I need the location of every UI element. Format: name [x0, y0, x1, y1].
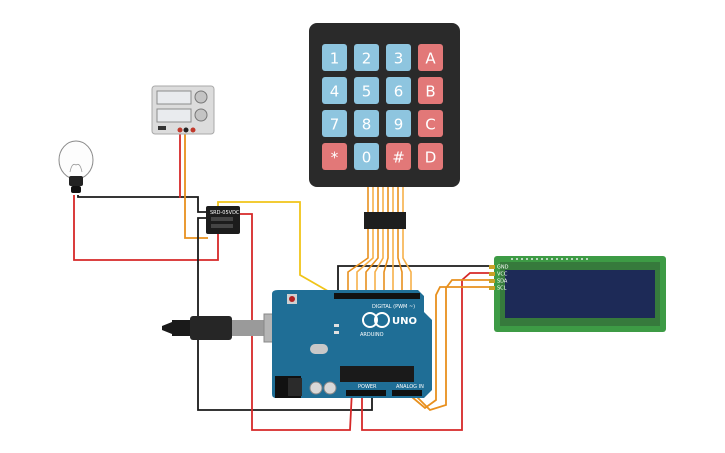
keypad-key-4[interactable]: 4: [322, 77, 347, 104]
arduino-digital-label: DIGITAL (PWM ~): [372, 304, 415, 310]
arduino-brand-label: ARDUINO: [360, 332, 384, 338]
keypad-key-2[interactable]: 2: [354, 44, 379, 71]
wire-red-relay-5v[interactable]: [240, 213, 353, 431]
lcd-pin-label: SCL: [497, 286, 507, 292]
keypad-key-7[interactable]: 7: [322, 110, 347, 137]
arduino-analog-label: ANALOG IN: [396, 384, 424, 390]
keypad-key-*[interactable]: *: [322, 143, 347, 170]
keypad-key-5[interactable]: 5: [354, 77, 379, 104]
keypad-key-label: *: [331, 149, 339, 167]
lcd-pin-label: SDA: [497, 279, 508, 285]
keypad-key-label: B: [425, 83, 435, 101]
keypad-key-3[interactable]: 3: [386, 44, 411, 71]
keypad-key-6[interactable]: 6: [386, 77, 411, 104]
ribbon-wire-3[interactable]: [365, 187, 379, 295]
keypad-key-D[interactable]: D: [418, 143, 443, 170]
keypad-key-0[interactable]: 0: [354, 143, 379, 170]
lcd-pin-label: GND: [497, 265, 509, 271]
wire-black-lcd-gnd[interactable]: [337, 265, 494, 292]
keypad-key-A[interactable]: A: [418, 44, 443, 71]
keypad-key-label: 2: [362, 50, 372, 68]
keypad-4x4: 1 2 3 A 4 5 6 B 7 8 9 C * 0 # D: [309, 23, 460, 229]
keypad-key-9[interactable]: 9: [386, 110, 411, 137]
lcd-pin[interactable]: [489, 272, 495, 276]
keypad-key-label: #: [392, 149, 405, 167]
ribbon-wire-8[interactable]: [402, 187, 412, 295]
wire-yellow-relay-pin[interactable]: [217, 201, 341, 299]
wire-red-lcd-vcc[interactable]: [361, 272, 494, 431]
keypad-key-label: C: [425, 116, 435, 134]
keypad-key-C[interactable]: C: [418, 110, 443, 137]
keypad-ribbon-wires: [347, 187, 412, 295]
keypad-key-label: 4: [330, 83, 340, 101]
arduino-power-label: POWER: [358, 384, 377, 390]
keypad-key-8[interactable]: 8: [354, 110, 379, 137]
keypad-key-1[interactable]: 1: [322, 44, 347, 71]
keypad-key-label: 6: [394, 83, 404, 101]
keypad-key-label: D: [425, 149, 437, 167]
keypad-key-label: 1: [330, 50, 340, 68]
keypad-key-label: 5: [362, 83, 372, 101]
keypad-key-label: 8: [362, 116, 372, 134]
keypad-key-label: 3: [394, 50, 404, 68]
arduino-uno-board[interactable]: UNO ARDUINO DIGITAL (PWM ~) POWER ANALOG…: [162, 290, 432, 398]
keypad-key-label: 0: [362, 149, 372, 167]
arduino-model-label: UNO: [392, 316, 417, 327]
keypad-key-label: 7: [330, 116, 340, 134]
ribbon-wire-5[interactable]: [383, 187, 389, 295]
light-bulb[interactable]: [58, 140, 94, 193]
wire-orange-supply-relay[interactable]: [184, 132, 208, 239]
wire-orange-lcd-scl[interactable]: [405, 286, 494, 410]
keypad-key-label: A: [425, 50, 436, 68]
power-supply[interactable]: [151, 85, 215, 135]
relay-module[interactable]: SRD-05VDC: [206, 206, 240, 234]
lcd-pin-label: VCC: [497, 272, 508, 278]
relay-label: SRD-05VDC: [210, 210, 240, 216]
ribbon-wire-2[interactable]: [356, 187, 374, 295]
ribbon-wire-4[interactable]: [374, 187, 384, 295]
keypad-keys: 1 2 3 A 4 5 6 B 7 8 9 C * 0 # D: [322, 44, 443, 170]
keypad-key-#[interactable]: #: [386, 143, 411, 170]
lcd-pin[interactable]: [489, 279, 495, 283]
wires: [73, 132, 494, 431]
wire-black-relay-gnd[interactable]: [197, 217, 373, 411]
keypad-key-label: 9: [394, 116, 404, 134]
lcd-pin[interactable]: [489, 265, 495, 269]
wire-red-bulb-relay[interactable]: [73, 195, 219, 261]
ribbon-wire-7[interactable]: [397, 187, 403, 295]
lcd-pin[interactable]: [489, 286, 495, 290]
ribbon-wire-1[interactable]: [347, 187, 369, 295]
wire-black-bulb-relay[interactable]: [77, 195, 208, 213]
keypad-key-B[interactable]: B: [418, 77, 443, 104]
